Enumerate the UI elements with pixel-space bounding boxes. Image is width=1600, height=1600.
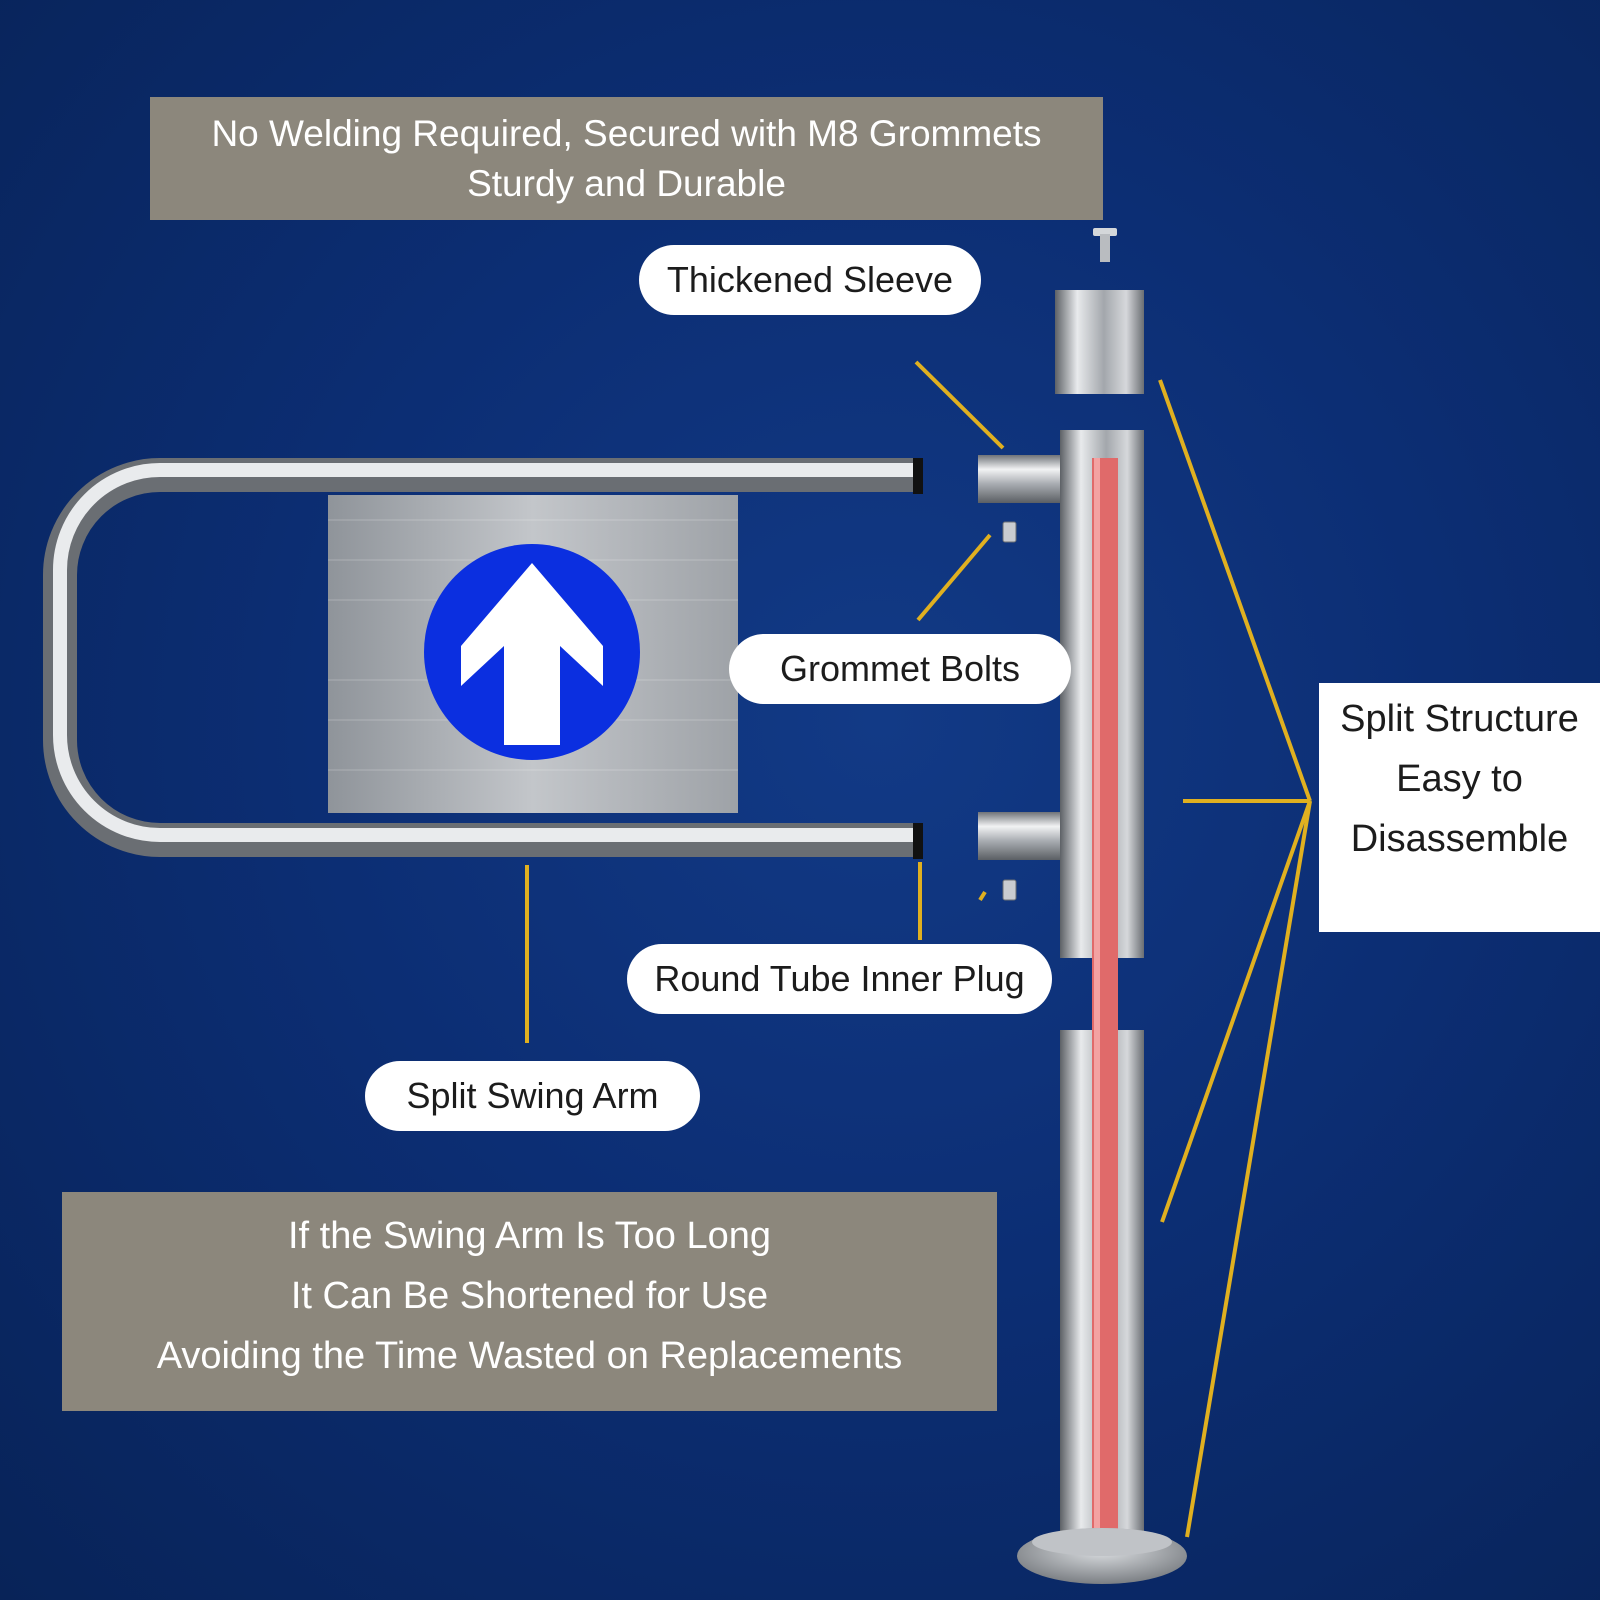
callout-thickened-sleeve: Thickened Sleeve (639, 245, 981, 315)
split-structure-line-2: Easy to (1396, 758, 1523, 800)
bottom-banner: If the Swing Arm Is Too Long It Can Be S… (62, 1192, 997, 1411)
grommet-bolt-lower (1002, 879, 1017, 901)
top-banner-line-1: No Welding Required, Secured with M8 Gro… (211, 113, 1042, 154)
callout-round-tube-inner-plug: Round Tube Inner Plug (627, 944, 1052, 1014)
bottom-banner-line-2: It Can Be Shortened for Use (290, 1275, 769, 1317)
callout-split-swing-arm: Split Swing Arm (365, 1061, 700, 1131)
grommet-bolt-upper (1002, 521, 1017, 543)
split-structure-line-3: Disassemble (1350, 818, 1569, 860)
leader-lines (525, 360, 1312, 1538)
split-structure-box: Split Structure Easy to Disassemble (1319, 683, 1600, 932)
up-arrow-icon (461, 563, 603, 745)
bottom-banner-line-3: Avoiding the Time Wasted on Replacements (156, 1335, 903, 1377)
bottom-banner-line-1: If the Swing Arm Is Too Long (287, 1215, 771, 1257)
top-banner: No Welding Required, Secured with M8 Gro… (150, 97, 1103, 220)
callout-grommet-bolts: Grommet Bolts (729, 634, 1071, 704)
thickened-sleeve (1055, 290, 1144, 394)
split-structure-line-1: Split Structure (1340, 698, 1579, 740)
top-banner-line-2: Sturdy and Durable (467, 163, 786, 204)
